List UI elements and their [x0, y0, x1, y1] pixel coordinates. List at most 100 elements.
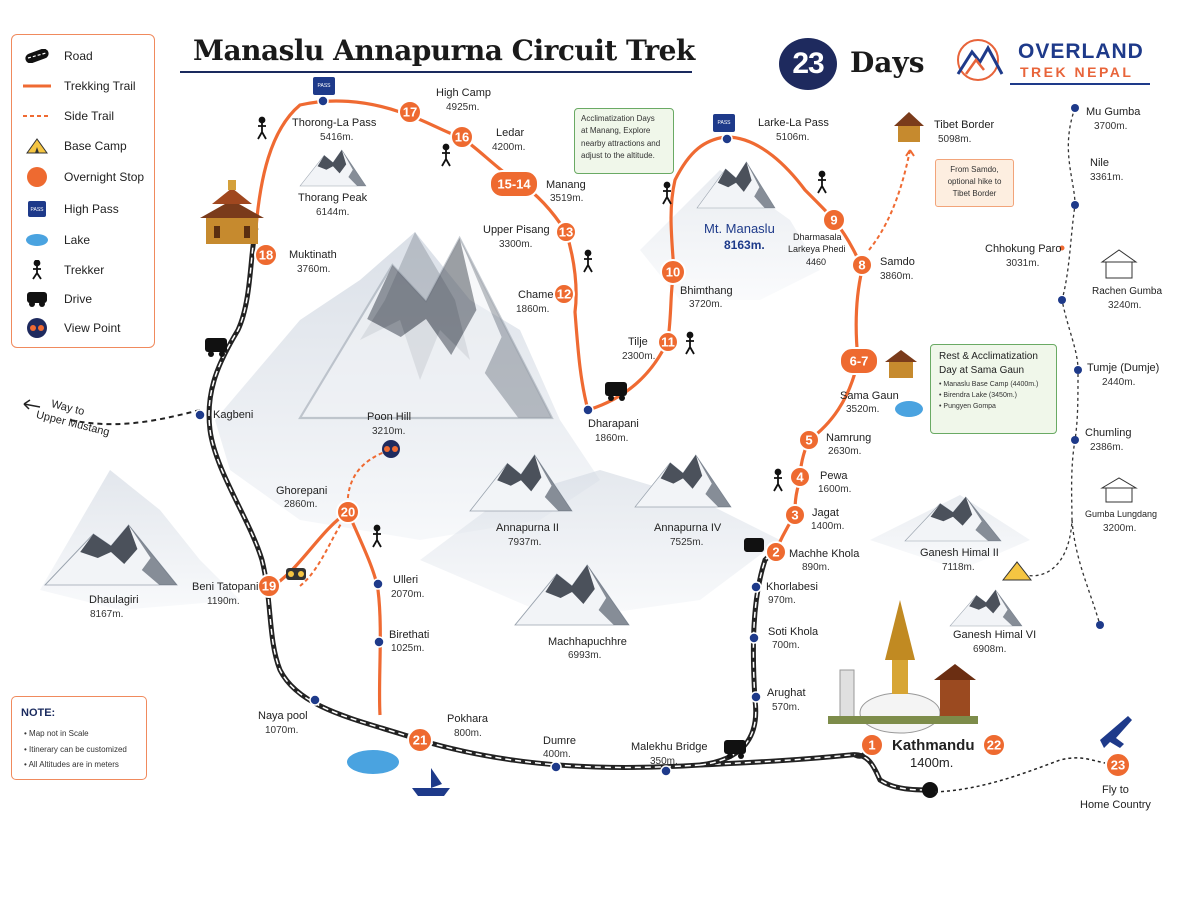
stop-21: 21 [407, 727, 433, 753]
monastery-muktinath-icon [200, 180, 264, 244]
high-pass-icon-larke: PASS [713, 114, 735, 132]
road-stops [194, 95, 762, 777]
label-way-to-upper-mustang: Way to Upper Mustang [35, 398, 111, 439]
label-thorong-la: Thorong-La Pass [292, 117, 377, 129]
label-muktinath: Muktinath [289, 249, 337, 261]
label-malekhu: Malekhu Bridge [631, 741, 707, 753]
label-fly-to: Fly to [1102, 784, 1129, 796]
svg-text:2070m.: 2070m. [391, 589, 424, 600]
brand-name: OVERLAND [1018, 40, 1144, 63]
legend-high-pass: PASS High Pass [12, 198, 152, 220]
svg-text:6-7: 6-7 [850, 354, 869, 369]
svg-text:10: 10 [666, 265, 680, 280]
svg-text:1070m.: 1070m. [265, 725, 298, 736]
days-label: Days [850, 46, 925, 79]
stop-13: 13 [555, 221, 577, 243]
svg-text:3200m.: 3200m. [1103, 523, 1136, 534]
drive-icon [22, 288, 52, 310]
label-ghorepani: Ghorepani [276, 485, 327, 497]
label-tumje: Tumje (Dumje) [1087, 362, 1159, 374]
svg-text:2630m.: 2630m. [828, 446, 861, 457]
road-end-point [922, 782, 938, 798]
label-naya-pool: Naya pool [258, 710, 308, 722]
stop-17: 17 [398, 100, 422, 124]
jeep-icon-1 [205, 338, 227, 357]
high-pass-icon-thorong: PASS [313, 77, 335, 95]
svg-text:1400m.: 1400m. [811, 521, 844, 532]
label-beni-tatopani: Beni Tatopani [192, 581, 258, 593]
svg-text:6144m.: 6144m. [316, 207, 349, 218]
stop-3: 3 [784, 504, 806, 526]
acclimatization-callout: Acclimatization Days at Manang, Explore … [574, 108, 674, 174]
label-lungdang: Gumba Lungdang [1085, 509, 1157, 519]
stop-23: 23 [1105, 752, 1131, 778]
label-samdo: Samdo [880, 256, 915, 268]
svg-text:19: 19 [262, 579, 276, 594]
label-annapurna-ii: Annapurna II [496, 522, 559, 534]
legend-trekking-trail: Trekking Trail [12, 75, 152, 97]
stop-19: 19 [257, 574, 281, 598]
svg-text:21: 21 [413, 733, 427, 748]
legend: Road Trekking Trail Side Trail Base Camp… [11, 34, 155, 348]
brand-logo-icon [956, 39, 1004, 81]
monastery-sama-icon [885, 350, 917, 378]
trekker-icons [257, 116, 827, 548]
label-namrung: Namrung [826, 432, 871, 444]
svg-text:20: 20 [341, 505, 355, 520]
stop-2: 2 [765, 541, 787, 563]
svg-text:22: 22 [987, 738, 1001, 753]
stop-18: 18 [254, 243, 278, 267]
base-camp-icon [22, 135, 52, 157]
svg-text:800m.: 800m. [454, 728, 482, 739]
label-rachen: Rachen Gumba [1092, 286, 1162, 297]
label-mu-gumba: Mu Gumba [1086, 106, 1141, 118]
svg-text:970m.: 970m. [768, 595, 796, 606]
svg-text:4460: 4460 [806, 257, 826, 267]
label-birethati: Birethati [389, 629, 429, 641]
svg-text:5098m.: 5098m. [938, 134, 971, 145]
svg-text:1: 1 [868, 738, 875, 753]
note-item: • Itinerary can be customized [24, 745, 127, 754]
note-item: • All Altitudes are in meters [24, 760, 119, 769]
svg-text:4200m.: 4200m. [492, 142, 525, 153]
monastery-tibet-border-icon [894, 112, 924, 142]
label-ganesh-vi: Ganesh Himal VI [953, 629, 1036, 641]
samdo-callout: From Samdo, optional hike to Tibet Borde… [935, 159, 1014, 207]
svg-text:3300m.: 3300m. [499, 239, 532, 250]
svg-text:17: 17 [403, 105, 417, 120]
label-dumre: Dumre [543, 735, 576, 747]
svg-text:3520m.: 3520m. [846, 404, 879, 415]
label-nile: Nile [1090, 157, 1109, 169]
label-ganesh-ii: Ganesh Himal II [920, 547, 999, 559]
svg-text:5416m.: 5416m. [320, 132, 353, 143]
legend-side-trail: Side Trail [12, 105, 152, 127]
side-trail-icon [22, 105, 52, 127]
hot-spring-icon [286, 568, 306, 580]
stop-22: 22 [982, 733, 1006, 757]
peak-ganesh-vi [949, 589, 1023, 627]
lake-icon-sama [895, 401, 923, 417]
legend-overnight-stop: Overnight Stop [12, 166, 152, 188]
stop-11: 11 [657, 331, 679, 353]
tsum-valley-side-trail [1024, 104, 1104, 629]
svg-text:6908m.: 6908m. [973, 644, 1006, 655]
lake-icon [22, 229, 52, 251]
label-dharapani: Dharapani [588, 418, 639, 430]
label-kathmandu: Kathmandu [892, 737, 975, 754]
svg-text:PASS: PASS [718, 120, 732, 126]
trekker-icon [22, 259, 52, 281]
svg-text:1860m.: 1860m. [595, 433, 628, 444]
svg-text:7937m.: 7937m. [508, 537, 541, 548]
road-icon [22, 45, 52, 67]
label-chumling: Chumling [1085, 427, 1131, 439]
peak-annapurna-iv [634, 454, 732, 508]
svg-text:15-14: 15-14 [497, 177, 531, 192]
view-point-icon [382, 440, 400, 458]
map-labels: Thorong-La Pass 5416m. Thorang Peak 6144… [23, 87, 1162, 811]
stop-8: 8 [851, 254, 873, 276]
stop-15-14: 15-14 [489, 170, 539, 198]
svg-text:3361m.: 3361m. [1090, 172, 1123, 183]
svg-text:5106m.: 5106m. [776, 132, 809, 143]
svg-text:3031m.: 3031m. [1006, 258, 1039, 269]
